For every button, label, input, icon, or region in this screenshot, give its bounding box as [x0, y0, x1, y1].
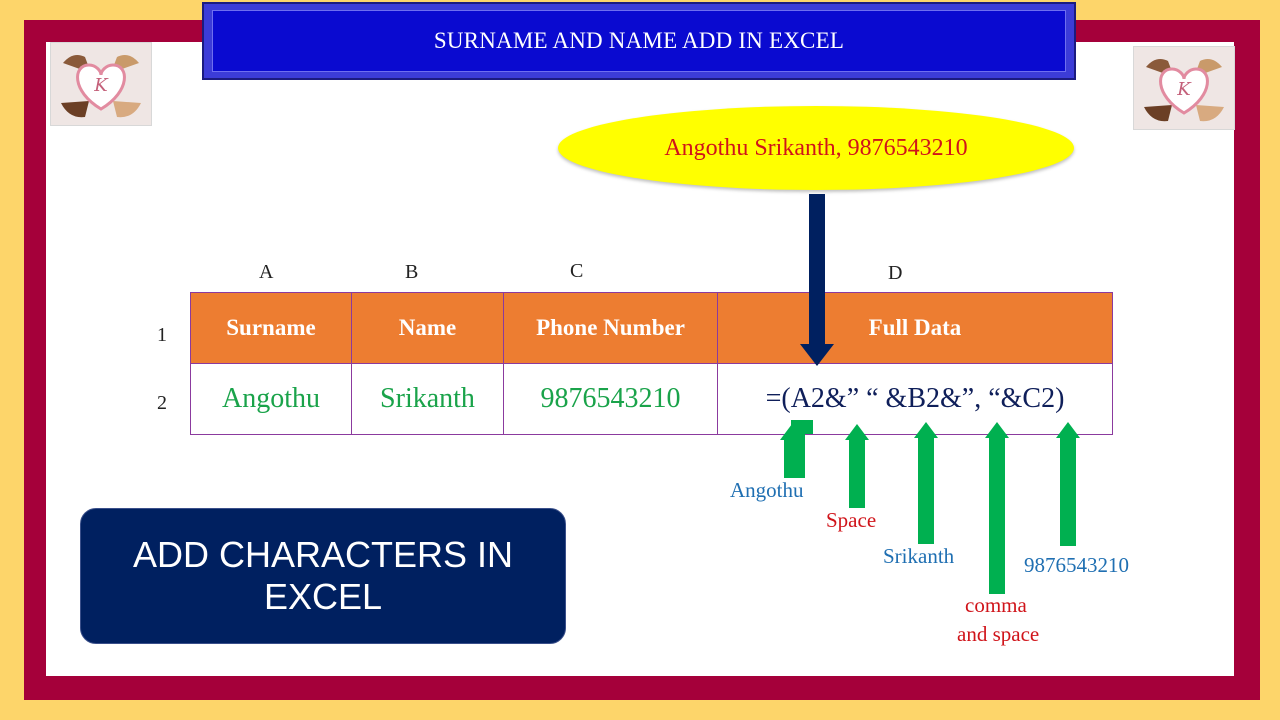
page-title: SURNAME AND NAME ADD IN EXCEL [212, 10, 1066, 72]
annotation-and-space: and space [957, 622, 1040, 646]
header-cell-surname[interactable]: Surname [190, 292, 352, 364]
result-bubble: Angothu Srikanth, 9876543210 [558, 106, 1074, 190]
heart-hands-logo-icon: K [50, 42, 152, 126]
annotation-srikanth: Srikanth [883, 544, 955, 568]
table-row: Angothu Srikanth 9876543210 =(A2&” “ &B2… [190, 363, 1113, 435]
annotation-phone: 9876543210 [1024, 553, 1129, 577]
cell-a2[interactable]: Angothu [190, 363, 352, 435]
row-number-1: 1 [157, 324, 167, 346]
header-cell-full-data[interactable]: Full Data [717, 292, 1113, 364]
info-line-1: ADD CHARACTERS IN [132, 534, 514, 575]
info-callout: ADD CHARACTERS IN EXCEL [80, 508, 566, 644]
header-cell-phone[interactable]: Phone Number [503, 292, 718, 364]
column-letter-b: B [405, 261, 419, 283]
column-letter-a: A [259, 261, 274, 283]
info-line-2: EXCEL [263, 576, 383, 617]
cell-b2[interactable]: Srikanth [351, 363, 504, 435]
header-cell-name[interactable]: Name [351, 292, 504, 364]
cell-d2-formula[interactable]: =(A2&” “ &B2&”, “&C2) [717, 363, 1113, 435]
annotation-space: Space [826, 508, 877, 532]
column-letter-d: D [888, 262, 903, 284]
title-banner: SURNAME AND NAME ADD IN EXCEL [202, 2, 1076, 80]
column-letter-c: C [570, 260, 584, 282]
annotation-comma: comma [965, 593, 1027, 617]
svg-text:K: K [93, 75, 109, 96]
spreadsheet-table: Surname Name Phone Number Full Data Ango… [190, 292, 1113, 435]
heart-hands-logo-icon: K [1133, 46, 1235, 130]
annotation-angothu: Angothu [730, 478, 804, 502]
row-number-2: 2 [157, 392, 167, 414]
svg-text:K: K [1176, 79, 1192, 100]
cell-c2[interactable]: 9876543210 [503, 363, 718, 435]
header-row: Surname Name Phone Number Full Data [190, 292, 1113, 364]
